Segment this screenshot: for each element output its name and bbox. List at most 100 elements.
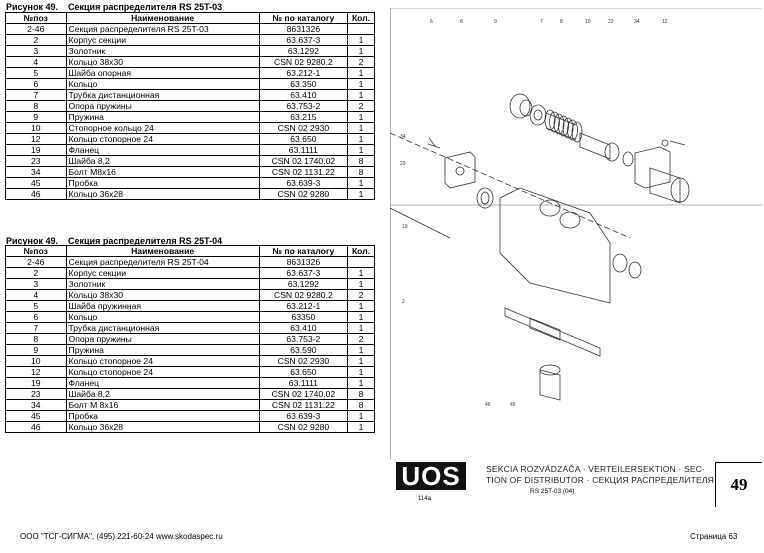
table-cell: Пружина	[65, 344, 260, 356]
table-cell: 1	[347, 45, 375, 57]
table-cell: Кольцо стопорное 24	[65, 355, 260, 367]
table-cell: 7	[5, 89, 67, 101]
table-cell: 34	[5, 399, 67, 411]
table-cell: Секция распределителя RS 25T-03	[65, 23, 260, 35]
table-cell: 10	[5, 122, 67, 134]
table-cell: 23	[5, 388, 67, 400]
callout-label: 12	[662, 19, 668, 25]
table-cell: Пружина	[65, 111, 260, 123]
table-cell: 8	[5, 100, 67, 112]
table-cell: 63.590	[258, 344, 349, 356]
table-cell: 1	[347, 111, 375, 123]
callout-label: 23	[608, 19, 614, 25]
table-cell: Корпус секции	[65, 34, 260, 46]
table-cell: 46	[5, 188, 67, 200]
table-cell: 5	[5, 67, 67, 79]
spring-coil	[544, 109, 556, 131]
table-cell: Кольцо 36х28	[65, 188, 260, 200]
table-cell: Болт М 8х16	[65, 399, 260, 411]
table-cell: 8631326	[258, 23, 349, 35]
table-cell: 63.650	[258, 133, 349, 145]
column-header: Наименование	[65, 12, 260, 24]
table-cell: Кольцо	[65, 78, 260, 90]
table-cell: 1	[347, 377, 375, 389]
table-cell: 46	[5, 421, 67, 433]
table1-title: Рисунок 49.Секция распределителя RS 25T-…	[6, 2, 232, 12]
table-cell: CSN 02 9280	[258, 188, 349, 200]
table-cell: 1	[347, 144, 375, 156]
table-cell: 3	[5, 45, 67, 57]
table-cell: 8	[347, 399, 375, 411]
figure-number: 49	[715, 462, 762, 507]
table-cell: 8	[347, 166, 375, 178]
page-number: Страница 63	[690, 532, 738, 541]
spring-coil	[567, 119, 578, 141]
table-cell: 1	[347, 278, 375, 290]
table-cell: 5	[5, 300, 67, 312]
table-cell: Кольцо 36х28	[65, 421, 260, 433]
table-cell: 63.1292	[258, 45, 349, 57]
table-cell: Болт М8х16	[65, 166, 260, 178]
table-cell: Фланец	[65, 377, 260, 389]
table-cell: 12	[5, 133, 67, 145]
table-cell: 63.1111	[258, 144, 349, 156]
logo-subtext: 114a	[418, 496, 431, 502]
table-cell: 9	[5, 111, 67, 123]
table-cell: Кольцо стопорное 24	[65, 133, 260, 145]
table-cell: 63350	[258, 311, 349, 323]
table-cell: CSN 02 9280.2	[258, 56, 349, 68]
column-header: №поз	[5, 245, 67, 257]
table-cell: 3	[5, 278, 67, 290]
table-cell: Опора пружины	[65, 333, 260, 345]
callout-label: 9	[494, 19, 497, 25]
table-cell: 1	[347, 34, 375, 46]
table-cell: Кольцо 38х30	[65, 289, 260, 301]
spring-coil	[549, 111, 560, 133]
table-cell: 63.753-2	[258, 333, 349, 345]
spring-coil	[571, 121, 583, 143]
table-cell: Кольцо	[65, 311, 260, 323]
table-cell: 23	[5, 155, 67, 167]
callout-label: 6	[430, 19, 433, 25]
table-cell: 1	[347, 322, 375, 334]
table-cell: Фланец	[65, 144, 260, 156]
table-cell: 1	[347, 122, 375, 134]
column-header: № по каталогу	[258, 12, 349, 24]
table-cell: 63.212-1	[258, 67, 349, 79]
table-cell: 8	[347, 388, 375, 400]
table-cell: CSN 02 1740.02	[258, 155, 349, 167]
table-cell: 6	[5, 78, 67, 90]
table-cell: 1	[347, 366, 375, 378]
table-cell: 1	[347, 188, 375, 200]
table-cell: 2	[347, 333, 375, 345]
table2-title: Рисунок 49.Секция распределителя RS 25T-…	[6, 236, 232, 246]
table-cell: CSN 02 1131.22	[258, 166, 349, 178]
section-caption: SEKCIA ROZVÁDZAČA · VERTEILERSEKTION · S…	[486, 464, 714, 485]
table-cell: 1	[347, 267, 375, 279]
table-cell: 6	[5, 311, 67, 323]
model-label: RS 25T-03 (04)	[530, 488, 575, 495]
table-cell: 63.753-2	[258, 100, 349, 112]
table-cell: 2	[347, 100, 375, 112]
column-header: Наименование	[65, 245, 260, 257]
table-cell: 9	[5, 344, 67, 356]
table-cell: Трубка дистанционная	[65, 322, 260, 334]
